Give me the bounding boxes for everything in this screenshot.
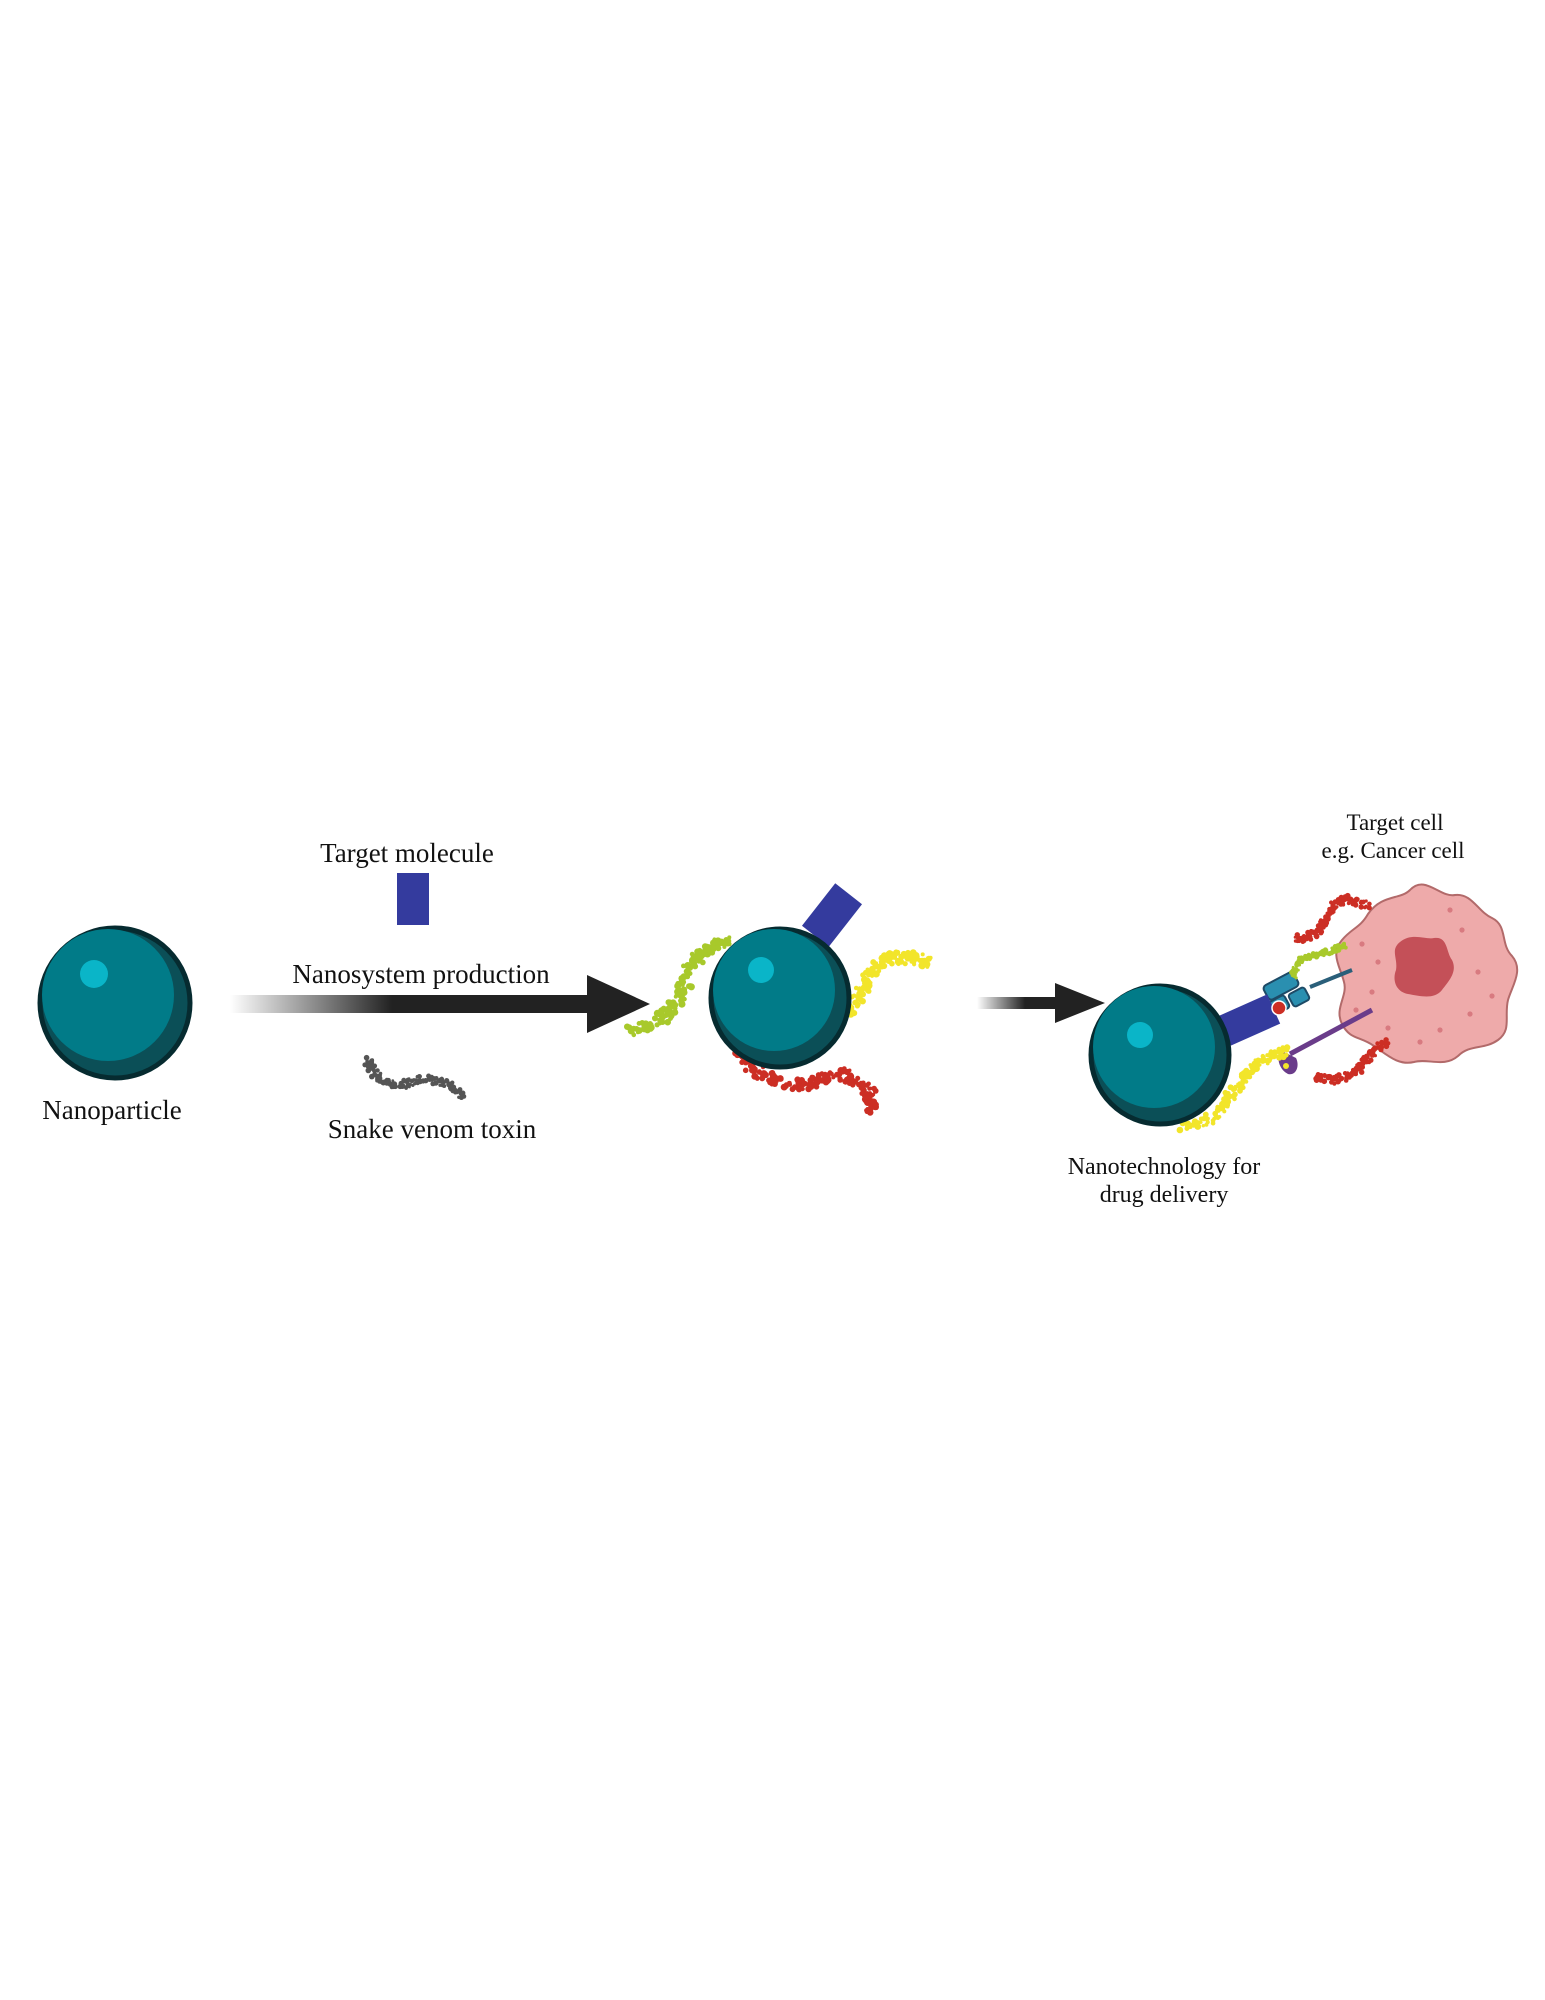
target-molecule-icon	[397, 873, 429, 925]
target-molecule-label: Target molecule	[320, 838, 494, 868]
drug-delivery-scene	[1088, 883, 1519, 1134]
bound-target-molecule-icon	[1217, 994, 1281, 1046]
delivery-nanoparticle-icon	[1088, 983, 1232, 1127]
toxin-chain-red-cell-top	[1293, 892, 1372, 944]
target-cell-example-label: e.g. Cancer cell	[1321, 838, 1464, 863]
nanosystem-production-label: Nanosystem production	[292, 959, 550, 989]
toxin-chain-green	[624, 935, 732, 1038]
snake-venom-toxin-label: Snake venom toxin	[328, 1114, 537, 1144]
functionalized-nanoparticle-sphere-icon	[708, 926, 852, 1070]
cancer-cell-icon	[1335, 883, 1519, 1064]
toxin-chain-green-cell	[1289, 941, 1348, 980]
nanotech-label-line2: drug delivery	[1100, 1182, 1229, 1208]
nanoparticle-label: Nanoparticle	[42, 1095, 181, 1125]
toxin-chain-red-cell-bottom	[1313, 1037, 1391, 1086]
attached-target-molecule-icon	[801, 883, 863, 947]
process-arrow-large	[230, 975, 650, 1033]
toxin-chain-red	[732, 1046, 879, 1116]
toxin-chain-yellow-bound	[1176, 1044, 1291, 1134]
functionalized-nanoparticle	[624, 883, 933, 1116]
target-cell-label: Target cell	[1347, 810, 1444, 835]
process-arrow-small	[977, 983, 1105, 1023]
nanotech-label-line1: Nanotechnology for	[1068, 1154, 1261, 1180]
snake-venom-toxin-icon	[362, 1054, 467, 1100]
nanoparticle-icon	[37, 925, 193, 1081]
